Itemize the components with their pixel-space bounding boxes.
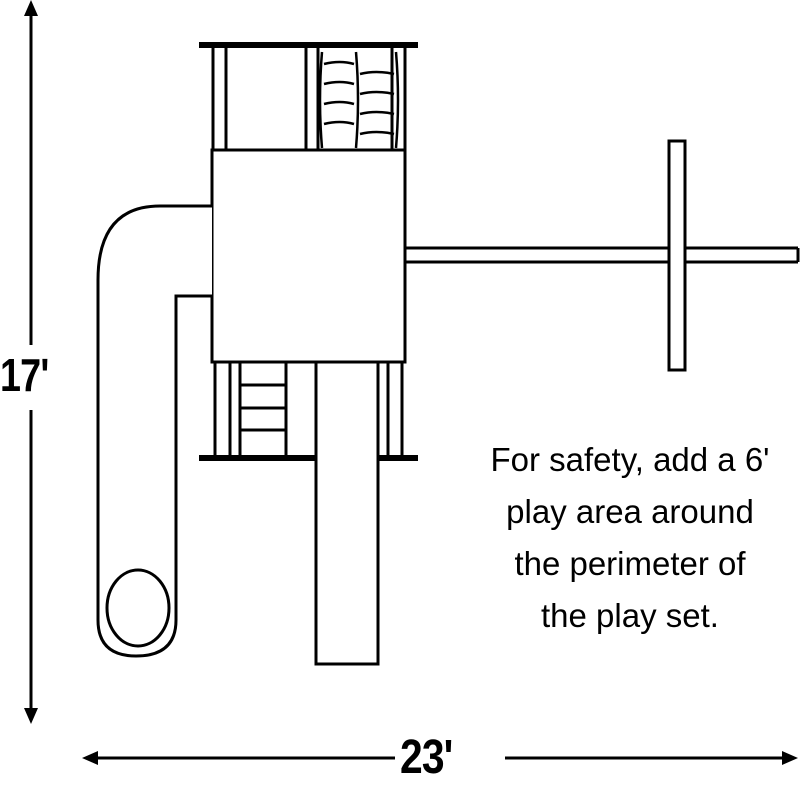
climbing-hold-2 (323, 80, 355, 86)
upper-deck (199, 42, 418, 150)
safety-note-line: For safety, add a 6' (490, 441, 770, 478)
safety-note-line: the perimeter of (514, 545, 746, 582)
width-label: 23' (400, 731, 453, 784)
safety-note-line: play area around (506, 493, 754, 530)
safety-note-line: the play set. (541, 597, 719, 634)
swing-a-frame (667, 139, 687, 372)
safety-note: For safety, add a 6' play area around th… (480, 434, 780, 642)
climbing-hold-7 (359, 110, 395, 116)
climbing-wall-right-rail (394, 51, 400, 149)
tube-slide (96, 204, 212, 658)
height-arrow-up-icon (24, 0, 38, 16)
climbing-wall-center-rail (354, 51, 360, 149)
lower-structure (199, 362, 418, 461)
straight-slide (314, 360, 380, 666)
width-arrow-right-icon (782, 751, 798, 765)
tube-slide-outline (96, 204, 212, 658)
climbing-hold-4 (323, 120, 355, 126)
height-arrow-down-icon (24, 708, 38, 724)
climbing-hold-3 (323, 100, 355, 106)
bottom-deck-bar (199, 455, 418, 461)
width-arrow-left-icon (82, 751, 98, 765)
climbing-hold-5 (359, 70, 395, 76)
width-dimension (82, 751, 798, 765)
swing-beam-arm (405, 246, 798, 264)
swing-beam (405, 139, 800, 372)
top-deck-bar (199, 42, 418, 48)
climbing-hold-8 (359, 130, 395, 136)
climbing-wall-left-rail (318, 51, 324, 149)
climbing-hold-6 (359, 90, 395, 96)
climbing-hold-1 (323, 60, 355, 66)
main-deck (210, 148, 407, 364)
height-dimension (24, 0, 38, 724)
tube-slide-exit (105, 568, 171, 648)
height-label: 17' (0, 349, 49, 401)
climbing-wall (318, 51, 400, 149)
